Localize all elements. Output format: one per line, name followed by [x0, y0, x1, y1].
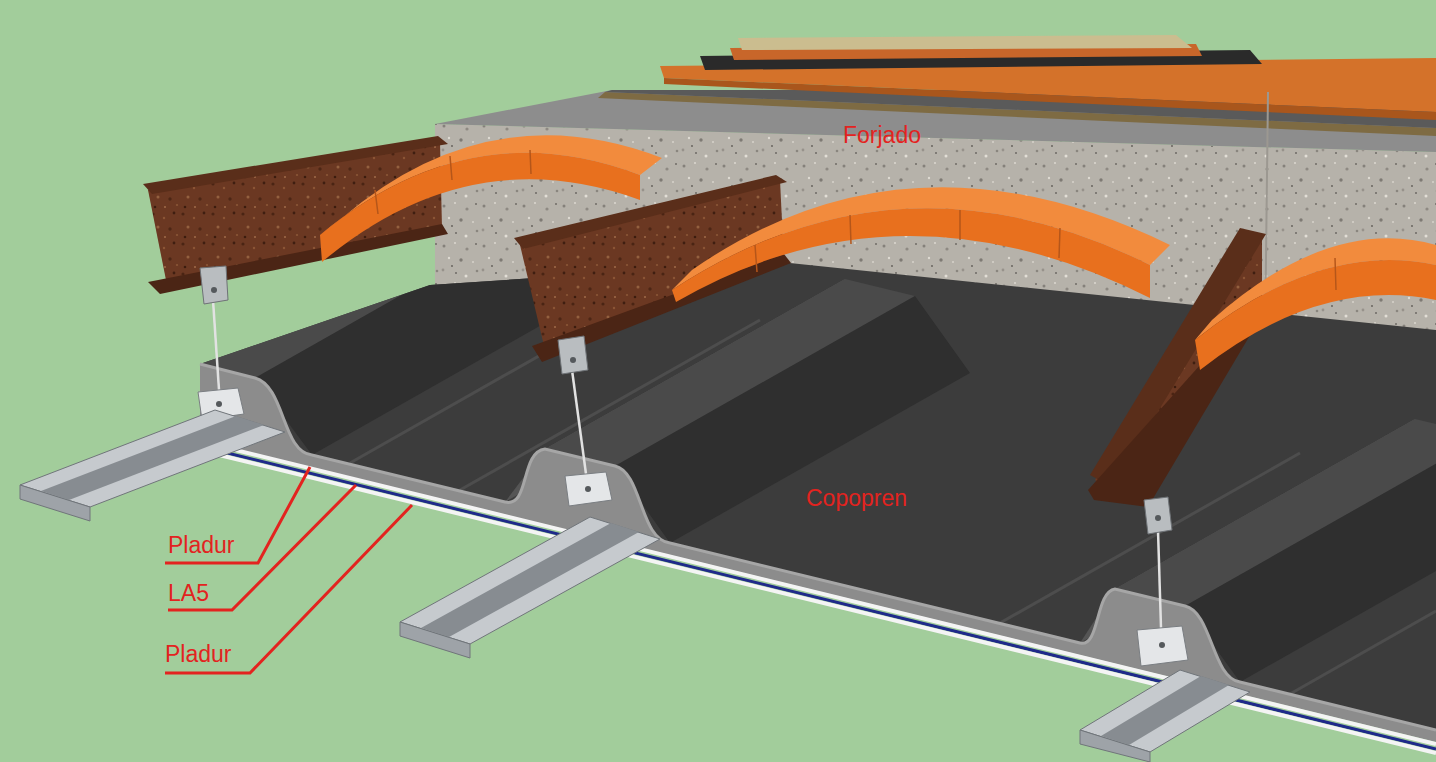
leader-line	[165, 505, 412, 673]
steel-beam	[143, 136, 448, 294]
brick-joint	[959, 210, 961, 240]
rail-top	[400, 517, 660, 644]
hanger-rod	[572, 370, 586, 474]
plasterboard-upper	[215, 445, 1436, 744]
steel-beam	[1088, 228, 1268, 507]
hanger-rod	[1158, 530, 1161, 628]
clip-bolt	[585, 486, 591, 492]
wool-layer	[215, 450, 1436, 749]
panel-front-face	[200, 364, 1436, 742]
rail-groove	[41, 416, 264, 500]
hanger	[558, 336, 612, 506]
brick-joint	[755, 245, 757, 272]
rail-end	[1080, 730, 1150, 762]
crest-slope	[1185, 436, 1436, 682]
floor-board	[738, 35, 1192, 50]
beam-clip	[200, 266, 228, 304]
beam-clip	[1144, 497, 1172, 534]
clip-bolt	[1159, 642, 1165, 648]
crest-slope	[615, 296, 970, 543]
rail-end	[20, 485, 90, 521]
brick-joint	[850, 215, 851, 244]
brick-joint	[530, 150, 531, 174]
rail-clip	[565, 472, 612, 506]
plasterboard-lower	[215, 454, 1436, 753]
metal-rail	[20, 410, 285, 521]
rail-end	[400, 622, 470, 658]
panel-groove	[1290, 611, 1436, 694]
rail-clip	[1137, 626, 1188, 666]
brick-joint	[1335, 258, 1336, 290]
metal-rail	[400, 517, 660, 658]
leader-line	[165, 467, 310, 563]
board-layer-edge	[664, 78, 1436, 120]
part-label: Forjado	[843, 124, 921, 147]
panel-corrugations	[200, 194, 1436, 694]
hanger-rod	[213, 300, 219, 390]
brick-joint	[450, 156, 452, 180]
beam-clip	[558, 336, 588, 374]
brick-vault	[1195, 238, 1436, 370]
brick-joint	[375, 190, 378, 214]
steel-beam	[514, 175, 791, 362]
part-label: LA5	[168, 582, 209, 605]
hanger	[1137, 497, 1188, 666]
panel-profile-edge	[200, 364, 1436, 730]
rail-groove	[421, 523, 639, 637]
brick-joint	[1059, 228, 1060, 258]
clip-bolt	[211, 287, 217, 293]
beam-bottom-flange	[148, 224, 448, 294]
vault-face	[1195, 260, 1436, 370]
rail-groove	[1101, 676, 1229, 745]
clip-bolt	[216, 401, 222, 407]
rail-top	[20, 410, 285, 507]
clip-bolt	[570, 357, 576, 363]
metal-rail	[1080, 670, 1250, 762]
brick-vault	[672, 187, 1170, 302]
vault-face	[672, 208, 1150, 302]
part-label: Pladur	[165, 643, 231, 666]
vault-top	[672, 187, 1170, 290]
hanger	[198, 266, 244, 420]
part-label: Copopren	[806, 487, 907, 510]
part-label: Pladur	[168, 534, 234, 557]
clip-bolt	[1155, 515, 1161, 521]
